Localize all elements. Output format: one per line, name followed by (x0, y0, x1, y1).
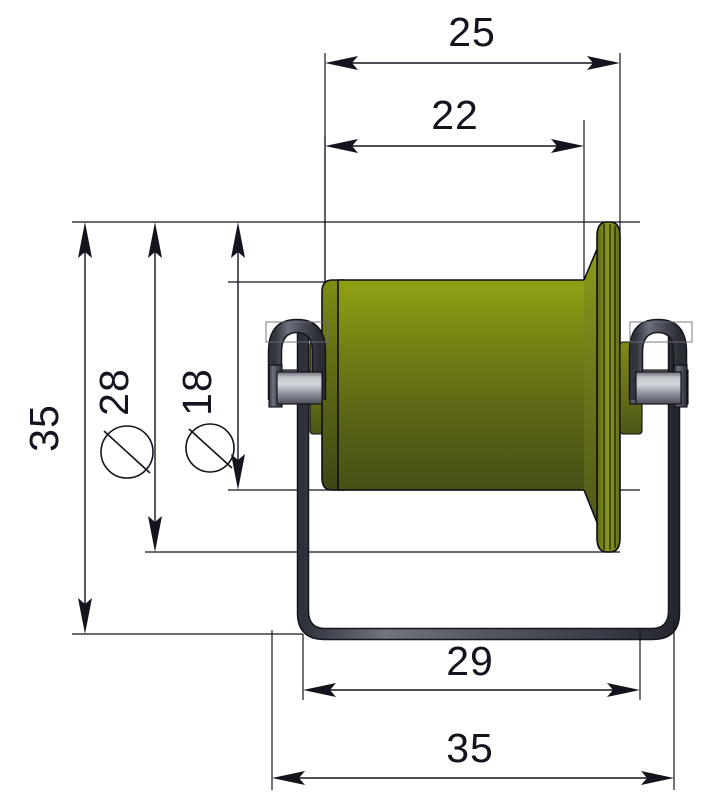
right-hook-inner-outline (641, 331, 675, 400)
dia-slash-18 (188, 428, 233, 469)
arrow-top-dia28 (148, 222, 162, 258)
arrow-top-35-vertical (78, 222, 92, 258)
bracket-u-path (297, 330, 680, 640)
flange-rim-fill (597, 222, 620, 552)
dim-label-35-horizontal: 35 (446, 725, 494, 771)
dimension-dia18-group: 18 (174, 222, 245, 490)
arrow-top-dia18 (231, 222, 245, 258)
dimension-22-group: 22 (324, 92, 585, 290)
diameter-symbol-28 (100, 425, 154, 479)
left-hook-construction-box (265, 321, 329, 343)
dia-slash-28 (103, 430, 151, 474)
roller-barrel-body (337, 279, 584, 491)
u-bracket-frame (296, 330, 681, 641)
dim-label-22: 22 (431, 92, 479, 138)
arrow-right-25 (587, 56, 620, 70)
right-hook-construction-box (629, 321, 693, 343)
flange-rim-outline (596, 221, 621, 553)
dim-label-dia28-number: 28 (91, 368, 137, 416)
arrow-left-22 (325, 139, 358, 153)
arrow-right-29 (607, 683, 640, 697)
dimension-35-vertical-group: 35 (21, 222, 92, 634)
dia-circle-18 (185, 423, 235, 473)
left-bracket-hook (265, 318, 329, 408)
dimension-35-horizontal-group: 35 (271, 620, 675, 790)
arrow-bottom-35-vertical (78, 598, 92, 634)
arrow-left-25 (325, 56, 358, 70)
arrow-right-35h (641, 771, 674, 785)
dimension-dia28-group: 28 (91, 222, 162, 552)
right-hook-axle (636, 372, 681, 404)
roller-flange-disc (596, 221, 621, 553)
dim-label-dia18-number: 18 (174, 368, 220, 416)
arrow-bottom-dia18 (231, 454, 245, 490)
dia-circle-28 (100, 425, 154, 479)
right-hook-axle-outline (635, 371, 682, 405)
diameter-symbol-18 (185, 423, 235, 473)
dim-label-29: 29 (446, 638, 494, 684)
arrow-left-35h (272, 771, 305, 785)
barrel-fill (338, 280, 584, 490)
bracket-inner-edge (307, 330, 670, 630)
left-hook-outer-outline (267, 318, 327, 400)
left-hook-axle (277, 372, 322, 404)
flange-cone-fill (584, 242, 600, 530)
left-hook-axle-outline (276, 371, 323, 405)
right-bracket-hook (628, 318, 693, 408)
dim-label-35-vertical: 35 (21, 404, 67, 452)
dimension-25-group: 25 (324, 9, 621, 290)
left-hook-inner-outline (280, 331, 314, 400)
arrow-bottom-dia28 (148, 516, 162, 552)
dim-label-25: 25 (448, 9, 496, 55)
arrow-left-29 (303, 683, 336, 697)
arrow-right-22 (551, 139, 584, 153)
right-hook-outer-outline (628, 318, 688, 400)
bracket-outer-edge (296, 330, 681, 641)
dimension-29-group: 29 (302, 630, 641, 700)
